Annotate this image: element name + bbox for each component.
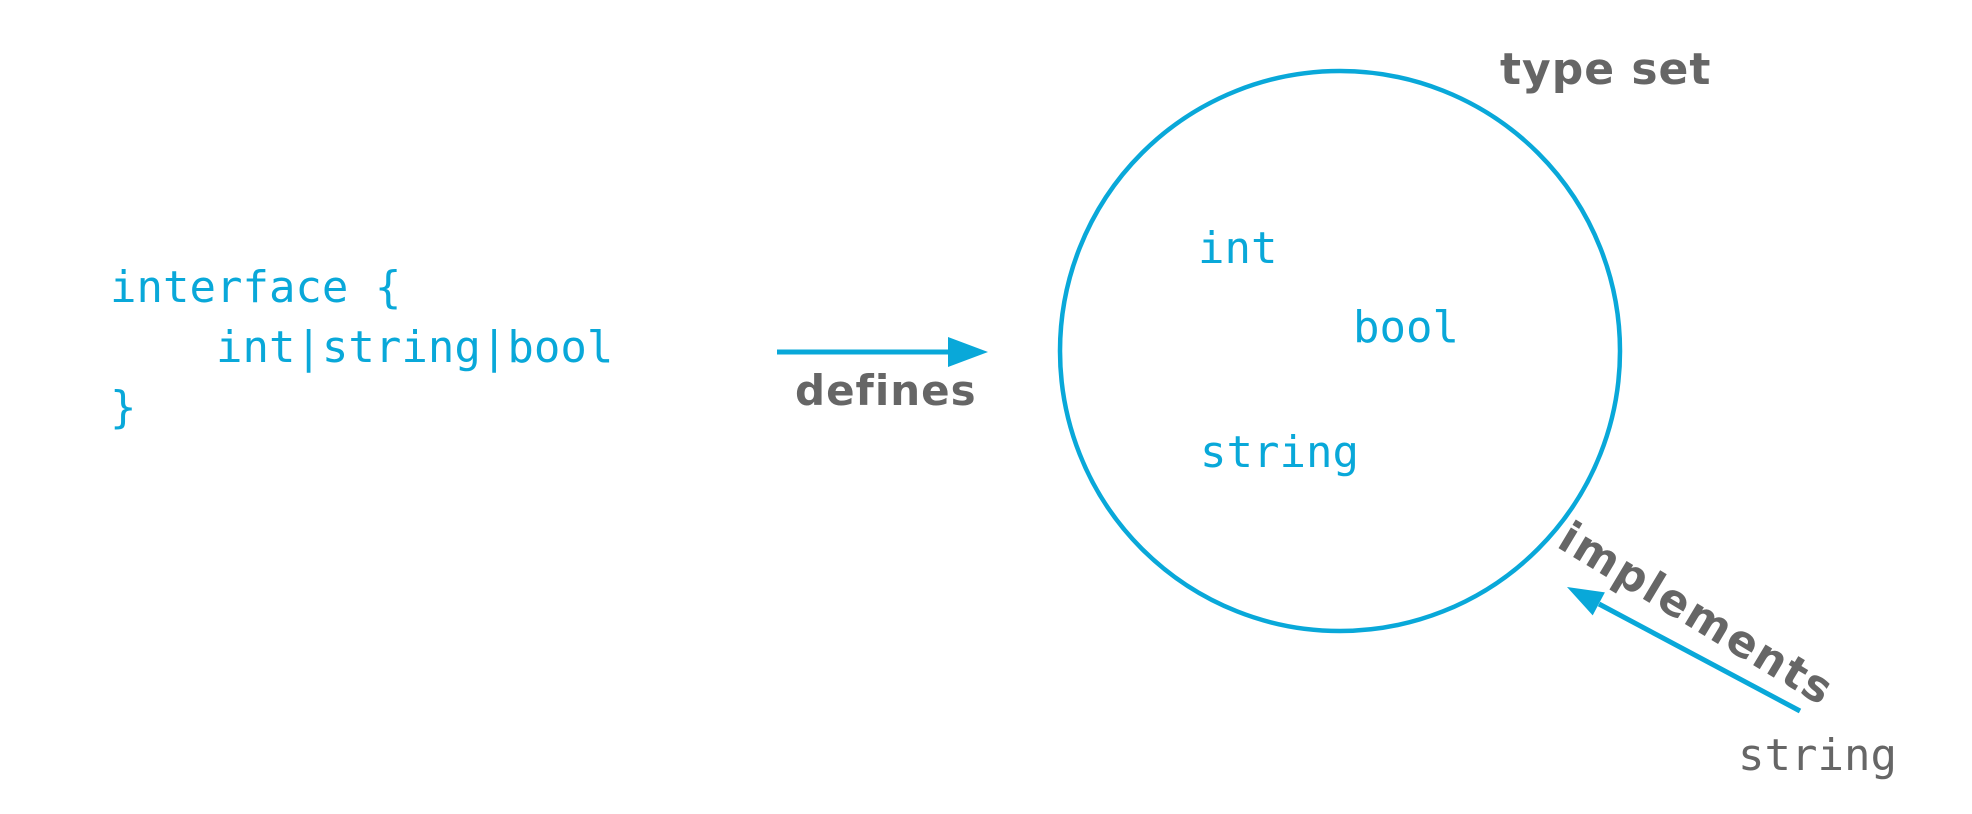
type-set-member-int: int — [1198, 223, 1278, 274]
defines-arrow — [777, 337, 988, 367]
type-set-member-bool: bool — [1353, 302, 1459, 353]
type-set-title: type set — [1500, 44, 1712, 95]
type-set-member-string: string — [1200, 427, 1359, 478]
type-set-circle — [1057, 68, 1623, 634]
defines-arrow-label: defines — [795, 366, 977, 415]
implementing-type-label: string — [1738, 730, 1897, 781]
interface-code-block: interface { int|string|bool } — [110, 262, 614, 433]
implements-arrow — [1567, 587, 1802, 714]
